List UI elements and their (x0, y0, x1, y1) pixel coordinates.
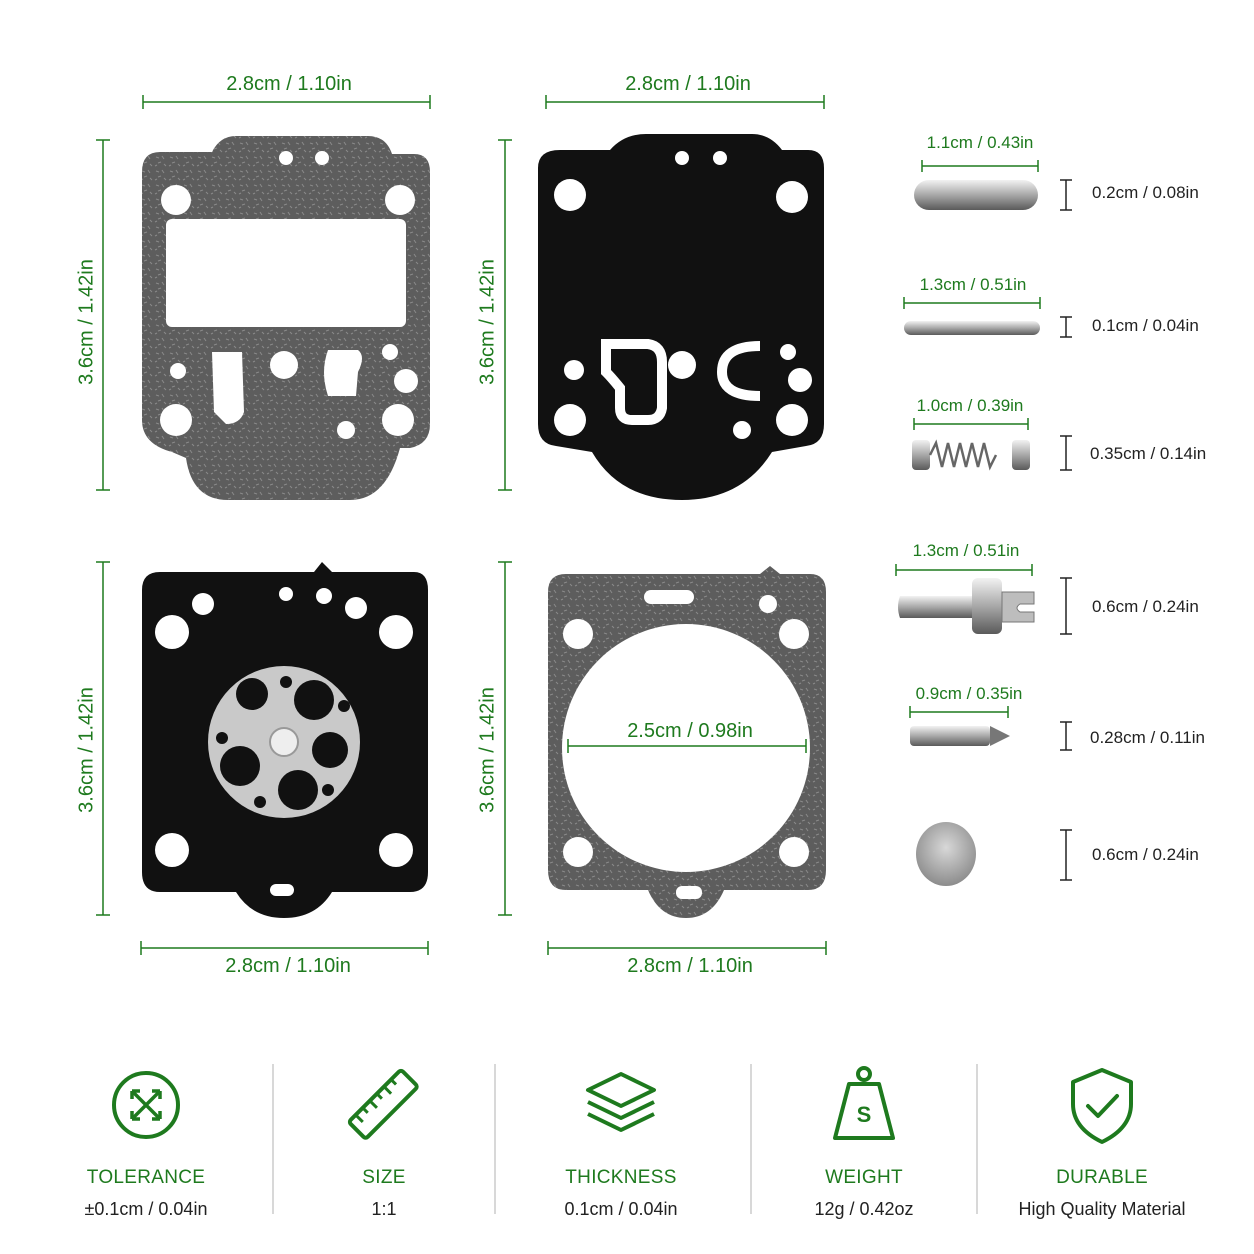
dimension-label-top-left-width: 2.8cm / 1.10in (226, 73, 352, 95)
layers-icon (586, 1072, 656, 1132)
ruler-icon (347, 1068, 419, 1140)
dimension-label-top-right-width: 2.8cm / 1.10in (625, 73, 751, 95)
dimension-label-top-left-height: 3.6cm / 1.42in (75, 259, 98, 385)
rod-length-label: 1.3cm / 0.51in (919, 275, 1027, 294)
dimension-lines-top-left (96, 95, 431, 491)
spring-diameter-label: 0.35cm / 0.14in (1090, 444, 1207, 463)
dimension-lines-bottom-left (96, 561, 429, 955)
needle-diameter-label: 0.28cm / 0.11in (1090, 728, 1205, 747)
weight-icon-text: S (857, 1102, 872, 1127)
pin-diameter-label: 0.2cm / 0.08in (1092, 183, 1199, 202)
feature-size: SIZE 1:1 (284, 1060, 484, 1220)
pin-length-label: 1.1cm / 0.43in (926, 133, 1034, 152)
diaphragm-top-right (538, 134, 824, 500)
feature-thickness: THICKNESS 0.1cm / 0.04in (521, 1060, 721, 1220)
feature-value: 12g / 0.42oz (814, 1199, 914, 1219)
rod-diameter-label: 0.1cm / 0.04in (1092, 316, 1199, 335)
dimension-label-bottom-right-height: 3.6cm / 1.42in (476, 687, 499, 813)
feature-durable: DURABLE High Quality Material (1002, 1060, 1202, 1220)
dimension-label-bottom-left-width: 2.8cm / 1.10in (225, 955, 351, 977)
feature-weight: S WEIGHT 12g / 0.42oz (764, 1060, 964, 1220)
rod-part (903, 297, 1072, 338)
screen-diameter-label: 0.6cm / 0.24in (1092, 845, 1199, 864)
dimension-label-bottom-right-width: 2.8cm / 1.10in (627, 955, 753, 977)
feature-value: 1:1 (371, 1199, 397, 1219)
divider (750, 1064, 752, 1214)
dimension-lines-top-right (498, 95, 825, 491)
dimension-label-bottom-left-height: 3.6cm / 1.42in (75, 687, 98, 813)
feature-title: TOLERANCE (86, 1167, 206, 1188)
needle-length-label: 0.9cm / 0.35in (915, 684, 1023, 703)
feature-title: DURABLE (1056, 1167, 1148, 1188)
dimension-lines-bottom-right (498, 561, 827, 955)
needle-part (909, 706, 1072, 751)
lever-diameter-label: 0.6cm / 0.24in (1092, 597, 1199, 616)
feature-tolerance: TOLERANCE ±0.1cm / 0.04in (46, 1060, 246, 1220)
divider (272, 1064, 274, 1214)
dimension-label-top-right-height: 3.6cm / 1.42in (476, 259, 499, 385)
divider (494, 1064, 496, 1214)
feature-value: 0.1cm / 0.04in (564, 1199, 678, 1219)
pin-part (914, 160, 1072, 211)
lever-part (895, 564, 1072, 635)
feature-title: THICKNESS (565, 1167, 677, 1188)
diaphragm-bottom-left (142, 562, 428, 918)
feature-value: High Quality Material (1018, 1199, 1186, 1219)
dimension-label-inner-diameter: 2.5cm / 0.98in (627, 720, 753, 742)
tolerance-icon (112, 1071, 180, 1139)
feature-title: SIZE (362, 1167, 406, 1188)
divider (976, 1064, 978, 1214)
feature-title: WEIGHT (825, 1167, 903, 1188)
gasket-top-left (142, 136, 430, 500)
spring-part (912, 418, 1072, 471)
shield-check-icon (1071, 1068, 1133, 1144)
feature-value: ±0.1cm / 0.04in (84, 1199, 208, 1219)
weight-icon: S (833, 1066, 895, 1140)
lever-length-label: 1.3cm / 0.51in (912, 541, 1020, 560)
gasket-bottom-right (548, 566, 826, 918)
screen-part (916, 822, 1072, 886)
spring-length-label: 1.0cm / 0.39in (916, 396, 1024, 415)
